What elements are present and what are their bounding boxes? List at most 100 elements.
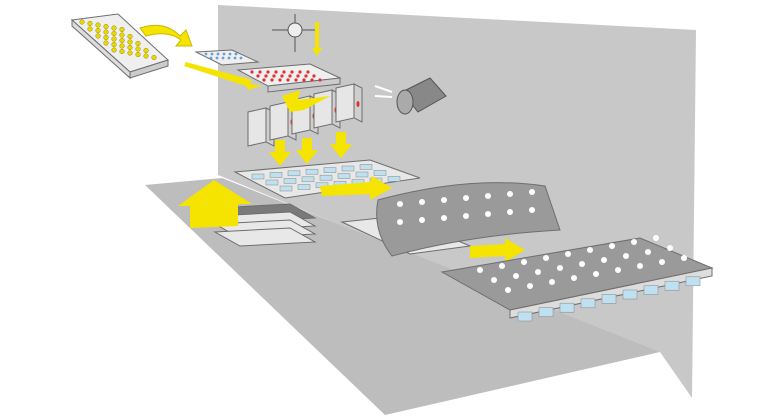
well — [319, 174, 333, 181]
dot — [234, 52, 238, 56]
dot — [215, 56, 219, 60]
funnel-arrow-icon — [282, 90, 330, 112]
dot — [119, 32, 125, 38]
dot — [282, 70, 286, 74]
curved-arrow-icon — [139, 24, 193, 47]
well — [622, 289, 638, 300]
dot — [239, 56, 243, 60]
camera-icon — [374, 77, 447, 115]
filter-card — [269, 101, 289, 141]
membrane-sheet-icon — [213, 203, 317, 247]
dot — [111, 25, 117, 31]
dot — [143, 47, 149, 54]
dot — [111, 36, 117, 42]
sun-icon — [499, 263, 505, 269]
dot — [95, 22, 101, 28]
well — [601, 294, 617, 304]
source-plate-icon — [70, 13, 169, 80]
moon-icon — [653, 235, 659, 241]
well — [643, 285, 659, 295]
well — [323, 167, 337, 173]
dot — [79, 19, 85, 25]
dot — [119, 37, 125, 44]
well — [341, 165, 355, 172]
moon-icon — [507, 209, 513, 215]
sun-icon — [609, 243, 615, 249]
down-arrow-icon — [330, 132, 352, 158]
sun-icon — [543, 255, 549, 261]
sun-icon — [527, 283, 533, 289]
dot — [274, 70, 278, 74]
well — [355, 171, 369, 178]
well — [685, 276, 701, 287]
multichannel-valve-icon — [272, 14, 318, 52]
well — [301, 176, 315, 183]
dot — [264, 74, 268, 78]
well — [337, 173, 351, 179]
sun-icon — [463, 213, 469, 219]
dot — [310, 78, 314, 82]
dot — [262, 78, 266, 82]
sun-icon — [529, 207, 535, 213]
dot — [119, 43, 125, 49]
dot — [209, 56, 213, 60]
dot — [312, 74, 316, 78]
down-arrow-icon — [269, 140, 291, 166]
dot — [228, 52, 232, 56]
moon-icon — [521, 259, 527, 265]
dot — [95, 27, 101, 34]
dot — [290, 70, 294, 74]
well — [580, 298, 596, 309]
exit-arrow-icon — [320, 176, 392, 200]
dot — [304, 74, 308, 78]
dot — [302, 78, 306, 82]
moon-icon — [615, 267, 621, 273]
dot — [221, 56, 225, 60]
sun-icon — [637, 263, 643, 269]
dot — [119, 26, 125, 33]
transfer-arrow-icon — [470, 238, 525, 262]
dot — [306, 70, 310, 74]
dot — [151, 54, 157, 61]
sun-icon — [463, 195, 469, 201]
down-arrow-icon — [296, 138, 318, 164]
moon-icon — [441, 197, 447, 203]
red-plate-icon — [236, 63, 342, 93]
moon-icon — [507, 191, 513, 197]
well — [517, 311, 533, 322]
dot — [135, 40, 141, 47]
moon-icon — [587, 247, 593, 253]
sun-icon — [477, 267, 483, 273]
dot — [280, 74, 284, 78]
moon-icon — [667, 245, 673, 251]
well — [559, 302, 575, 313]
dot — [135, 51, 141, 58]
sun-icon — [491, 277, 497, 283]
dot — [127, 44, 133, 51]
dot — [204, 52, 208, 56]
dot — [119, 48, 125, 55]
sun-icon — [631, 239, 637, 245]
sun-icon — [645, 249, 651, 255]
printed-sheet-icon — [340, 182, 561, 257]
well — [359, 164, 373, 170]
dot — [270, 78, 274, 82]
well — [297, 184, 311, 190]
moon-icon — [681, 255, 687, 261]
sun-icon — [397, 201, 403, 207]
sun-icon — [513, 273, 519, 279]
sun-icon — [397, 219, 403, 225]
sun-icon — [557, 265, 563, 271]
down-arrow-icon — [312, 22, 322, 56]
membrane-layer — [213, 227, 317, 247]
dot — [266, 70, 270, 74]
well — [373, 170, 387, 176]
well — [251, 173, 265, 180]
dot — [111, 30, 117, 37]
sun-icon — [529, 189, 535, 195]
blue-plate-icon — [194, 49, 260, 66]
dot — [278, 78, 282, 82]
well — [287, 170, 301, 177]
dot — [216, 52, 220, 56]
filter-card — [313, 89, 333, 129]
